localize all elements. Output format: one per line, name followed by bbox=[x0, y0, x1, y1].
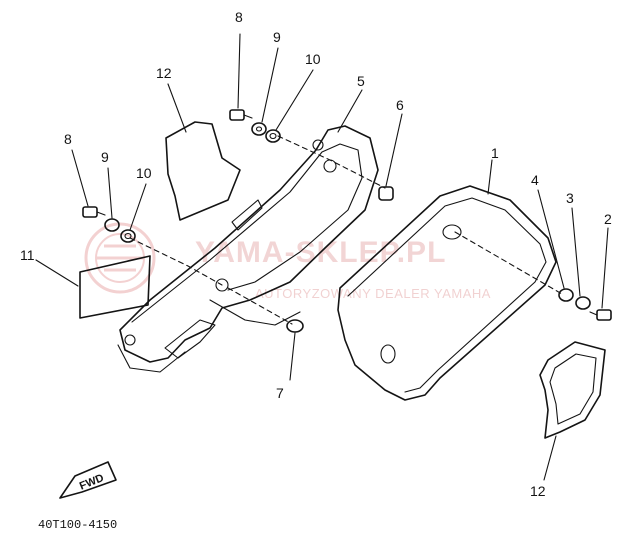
collar-4 bbox=[558, 288, 574, 302]
fwd-label: FWD bbox=[78, 472, 106, 493]
callout-12-lower: 12 bbox=[530, 483, 546, 499]
decal-lower bbox=[539, 341, 606, 439]
nut-6 bbox=[378, 186, 394, 201]
callout-6: 6 bbox=[396, 97, 404, 113]
side-cover-right bbox=[337, 185, 557, 401]
decal-11 bbox=[79, 255, 151, 319]
callout-1: 1 bbox=[491, 145, 499, 161]
callout-5: 5 bbox=[357, 73, 365, 89]
callout-9-left: 9 bbox=[101, 149, 109, 165]
collar-10-left bbox=[120, 229, 136, 243]
fwd-arrow-icon: FWD bbox=[59, 461, 117, 499]
watermark-logo bbox=[84, 222, 156, 294]
decal-upper bbox=[165, 121, 241, 221]
leader-lines bbox=[35, 33, 609, 481]
callout-labels: 1 2 3 4 5 6 7 8 8 9 9 10 10 11 12 12 bbox=[20, 9, 612, 499]
callout-12-upper: 12 bbox=[156, 65, 172, 81]
callout-8-left: 8 bbox=[64, 131, 72, 147]
side-cover-left bbox=[117, 125, 379, 373]
bolt-8-left bbox=[82, 206, 106, 218]
washer-9-left bbox=[104, 218, 120, 232]
bolt-8-upper bbox=[229, 109, 253, 121]
grommet-7 bbox=[286, 319, 304, 333]
watermark: YAMA-SKLEP.PL AUTORYZOWANY DEALER YAMAHA bbox=[84, 222, 491, 301]
callout-8-upper: 8 bbox=[235, 9, 243, 25]
figure-code: 40T100-4150 bbox=[38, 518, 117, 532]
callout-3: 3 bbox=[566, 190, 574, 206]
watermark-subtitle: AUTORYZOWANY DEALER YAMAHA bbox=[255, 286, 491, 301]
callout-7: 7 bbox=[276, 385, 284, 401]
washer-3 bbox=[575, 296, 591, 310]
callout-10-left: 10 bbox=[136, 165, 152, 181]
collar-10-upper bbox=[265, 129, 281, 143]
bolt-2 bbox=[589, 309, 612, 321]
washer-9-upper bbox=[251, 122, 267, 136]
decal-lower-inner bbox=[549, 353, 597, 425]
callout-11: 11 bbox=[20, 247, 35, 263]
callout-9-upper: 9 bbox=[273, 29, 281, 45]
callout-10-upper: 10 bbox=[305, 51, 321, 67]
callout-2: 2 bbox=[604, 211, 612, 227]
callout-4: 4 bbox=[531, 172, 539, 188]
